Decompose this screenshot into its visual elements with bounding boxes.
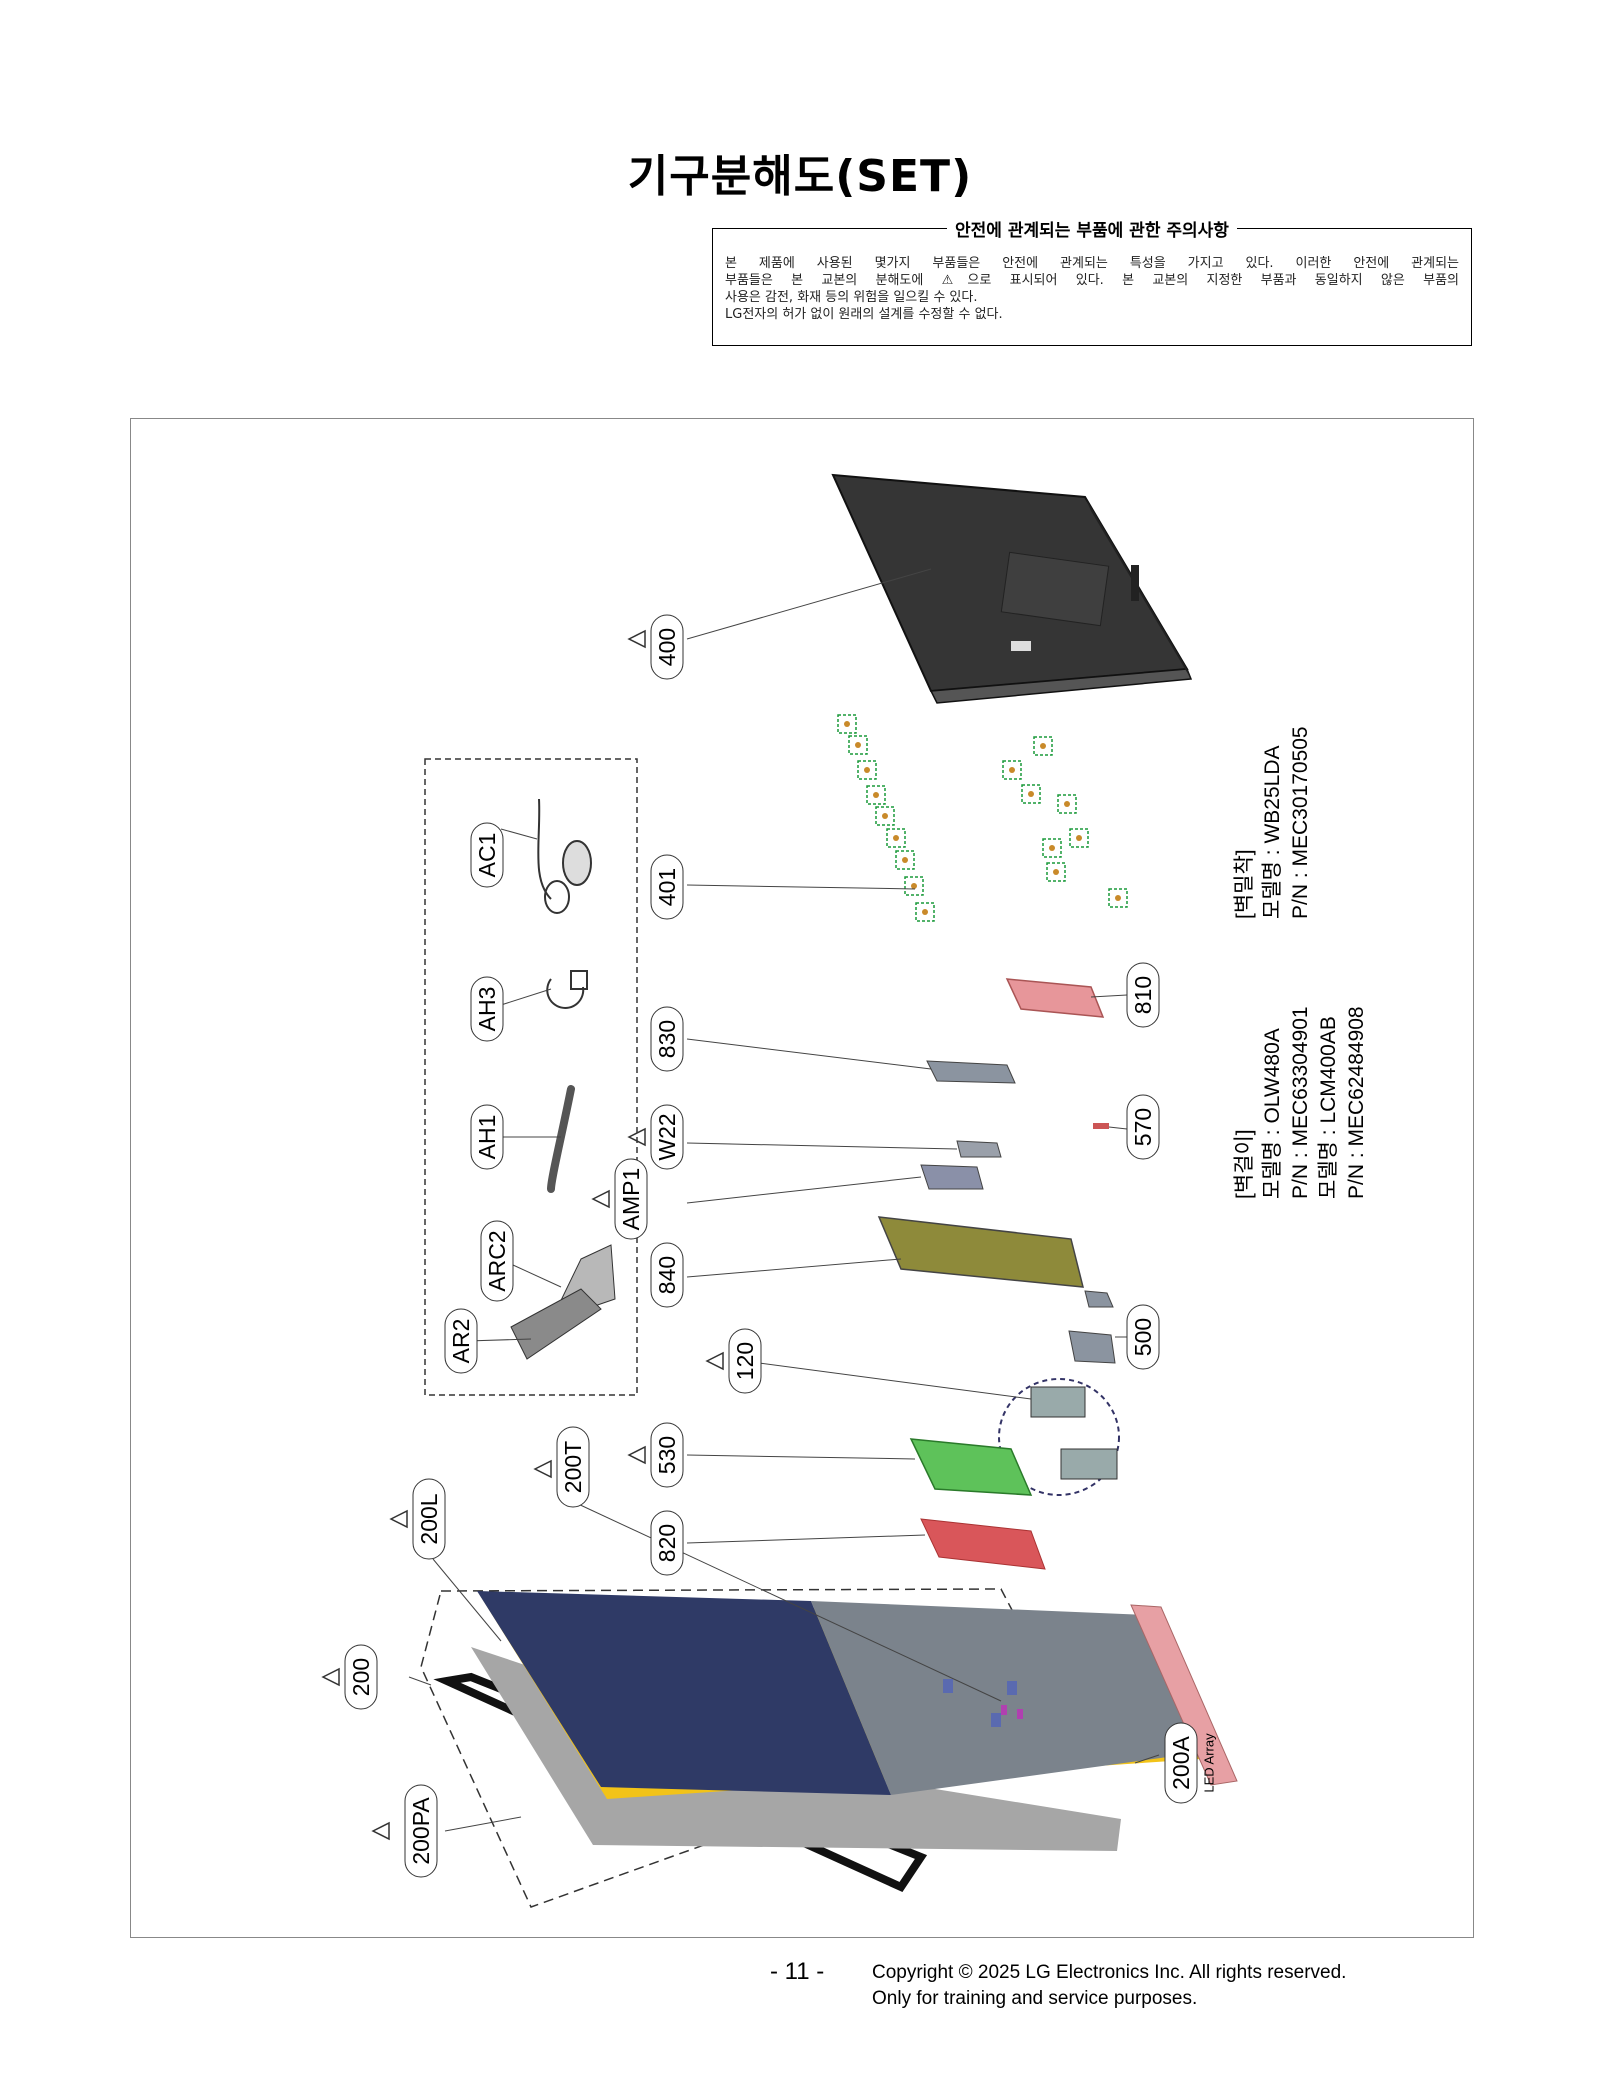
wall-hang-model1: 모델명 : OLW480A [1261, 1028, 1284, 1199]
display-panel-assembly [420, 1588, 1238, 1908]
label-200pa: 200PA [408, 1797, 434, 1865]
exploded-view-frame: 400 401 810 830 570 W22 AMP1 840 500 120… [130, 418, 1474, 1938]
amp-board-part [920, 1164, 984, 1190]
wall-hang-model2: 모델명 : LCM400AB [1317, 1016, 1340, 1199]
purpose-text: Only for training and service purposes. [872, 1988, 1198, 2009]
label-200l: 200L [416, 1493, 442, 1544]
notice-line: 부품들은 본 교본의 분해도에 ⚠으로 표시되어 있다. 본 교본의 지정한 부… [725, 273, 1459, 288]
notice-line: 사용은 감전, 화재 등의 위험을 일으킬 수 있다. [725, 290, 978, 305]
wall-stand-heading: [벽밀착] [1233, 849, 1256, 919]
remote-cable-ac1 [537, 798, 592, 914]
safety-notice-heading: 안전에 관계되는 부품에 관한 주의사항 [947, 221, 1237, 241]
shield-820-part [920, 1518, 1046, 1570]
page-title: 기구분해도(SET) [627, 151, 973, 202]
part-570 [1093, 1123, 1109, 1129]
label-amp1: AMP1 [618, 1168, 644, 1231]
label-w22: W22 [654, 1113, 680, 1160]
board-530-part [909, 1438, 1033, 1496]
label-530: 530 [654, 1436, 680, 1474]
page-number: - 11 - [770, 1958, 825, 1985]
label-570: 570 [1130, 1108, 1156, 1146]
bracket-830-part [926, 1060, 1016, 1084]
holder-ah1 [547, 1085, 575, 1193]
label-200a: 200A [1168, 1735, 1194, 1789]
label-830: 830 [654, 1020, 680, 1058]
safety-notice-body: 본 제품에 사용된 몇가지 부품들은 안전에 관계되는 특성을 가지고 있다. … [725, 255, 1459, 323]
bracket-810-part [1005, 978, 1105, 1018]
wall-hang-pn1: P/N : MEC63304901 [1289, 1006, 1312, 1199]
warning-icon [321, 629, 724, 1841]
label-ah1: AH1 [474, 1115, 500, 1160]
holder-ah3 [546, 970, 588, 1009]
led-array-label: LED Array [1202, 1733, 1217, 1793]
label-401: 401 [654, 868, 680, 906]
label-810: 810 [1130, 976, 1156, 1014]
copyright-text: Copyright © 2025 LG Electronics Inc. All… [872, 1962, 1347, 1983]
remote-arc2 [510, 1244, 616, 1360]
label-ah3: AH3 [474, 987, 500, 1032]
wall-hang-heading: [벽걸이] [1233, 1129, 1256, 1199]
part-120-group [998, 1378, 1120, 1496]
label-200: 200 [348, 1658, 374, 1696]
main-board-840-part [877, 1216, 1084, 1288]
wall-stand-pn: P/N : MEC30170505 [1289, 726, 1312, 919]
label-200t: 200T [560, 1441, 586, 1493]
label-ac1: AC1 [474, 833, 500, 878]
label-ar2: AR2 [448, 1319, 474, 1364]
part-500 [1068, 1330, 1116, 1364]
label-arc2: ARC2 [484, 1230, 510, 1291]
label-500: 500 [1130, 1318, 1156, 1356]
label-120: 120 [732, 1342, 758, 1380]
safety-notice-box: 안전에 관계되는 부품에 관한 주의사항 본 제품에 사용된 몇가지 부품들은 … [712, 221, 1472, 346]
notice-line: LG전자의 허가 없이 원래의 설계를 수정할 수 없다. [725, 307, 1003, 322]
label-820: 820 [654, 1524, 680, 1562]
copyright-block: Copyright © 2025 LG Electronics Inc. All… [872, 1960, 1346, 2012]
label-840: 840 [654, 1256, 680, 1294]
back-cover-part [831, 473, 1193, 704]
accessory-box [424, 758, 638, 1396]
label-400: 400 [654, 628, 680, 666]
wall-stand-model: 모델명 : WB25LDA [1261, 745, 1284, 919]
wall-hang-pn2: P/N : MEC62484908 [1345, 1006, 1368, 1199]
screw-set-part [837, 714, 1128, 922]
exploded-view-diagram: 400 401 810 830 570 W22 AMP1 840 500 120… [321, 473, 1368, 1908]
notice-line: 본 제품에 사용된 몇가지 부품들은 안전에 관계되는 특성을 가지고 있다. … [725, 256, 1459, 271]
part-w22 [956, 1140, 1002, 1158]
